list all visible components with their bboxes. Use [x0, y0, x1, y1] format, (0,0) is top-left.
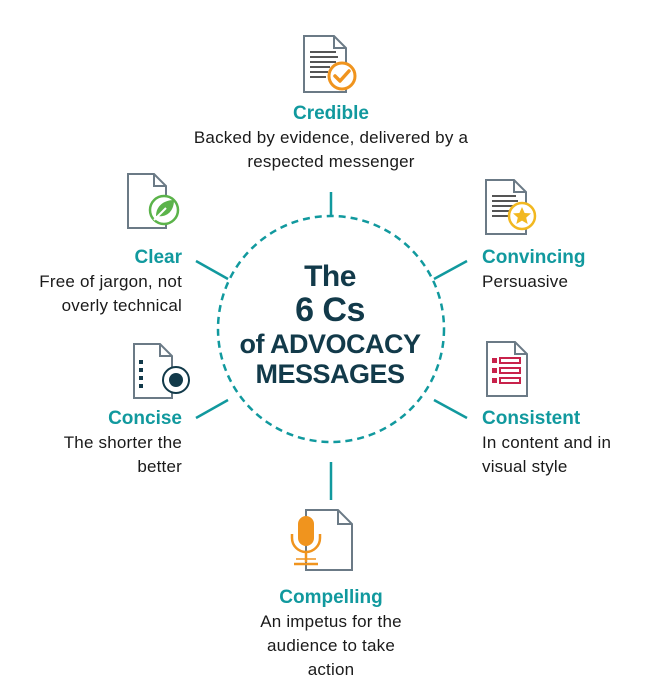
credible-title: Credible [292, 103, 370, 124]
document-star-icon [485, 179, 537, 235]
clear-title: Clear [134, 247, 182, 268]
compelling-title: Compelling [279, 587, 383, 608]
consistent-desc-1: In content and in [482, 433, 612, 452]
compelling-block: Compelling An impetus for the audience t… [210, 586, 452, 682]
center-line-3: of ADVOCACY [239, 329, 422, 360]
convincing-title: Convincing [482, 247, 586, 268]
clear-desc-2: overly technical [61, 296, 182, 315]
connector-concise [195, 398, 229, 420]
concise-desc-1: The shorter the [63, 433, 182, 452]
convincing-block: Convincing Persuasive [482, 246, 652, 294]
consistent-title: Consistent [482, 408, 581, 429]
document-target-icon [133, 343, 190, 399]
document-check-icon [303, 35, 357, 93]
center-line-2: 6 Cs [295, 290, 365, 329]
clear-block: Clear Free of jargon, not overly technic… [6, 246, 182, 318]
center-line-1: The [304, 260, 356, 293]
consistent-desc-2: visual style [482, 457, 568, 476]
credible-block: Credible Backed by evidence, delivered b… [150, 102, 512, 174]
connector-convincing [433, 259, 468, 281]
compelling-desc-1: An impetus for the [260, 612, 402, 631]
microphone-document-icon [290, 509, 353, 571]
compelling-desc-3: action [307, 660, 355, 679]
credible-desc-1: Backed by evidence, delivered by a [193, 128, 469, 147]
connector-clear [195, 259, 229, 281]
credible-desc-2: respected messenger [247, 152, 415, 171]
convincing-desc-1: Persuasive [482, 272, 569, 291]
center-line-4: MESSAGES [255, 358, 405, 389]
connector-consistent [433, 398, 468, 420]
concise-block: Concise The shorter the better [10, 407, 182, 479]
document-list-icon [486, 341, 528, 397]
compelling-desc-2: audience to take [267, 636, 395, 655]
document-leaf-icon [127, 173, 180, 229]
concise-title: Concise [108, 408, 182, 429]
concise-desc-2: better [137, 457, 182, 476]
clear-desc-1: Free of jargon, not [39, 272, 182, 291]
consistent-block: Consistent In content and in visual styl… [482, 407, 654, 479]
center-title: The 6 Cs of ADVOCACY MESSAGES [230, 260, 430, 389]
